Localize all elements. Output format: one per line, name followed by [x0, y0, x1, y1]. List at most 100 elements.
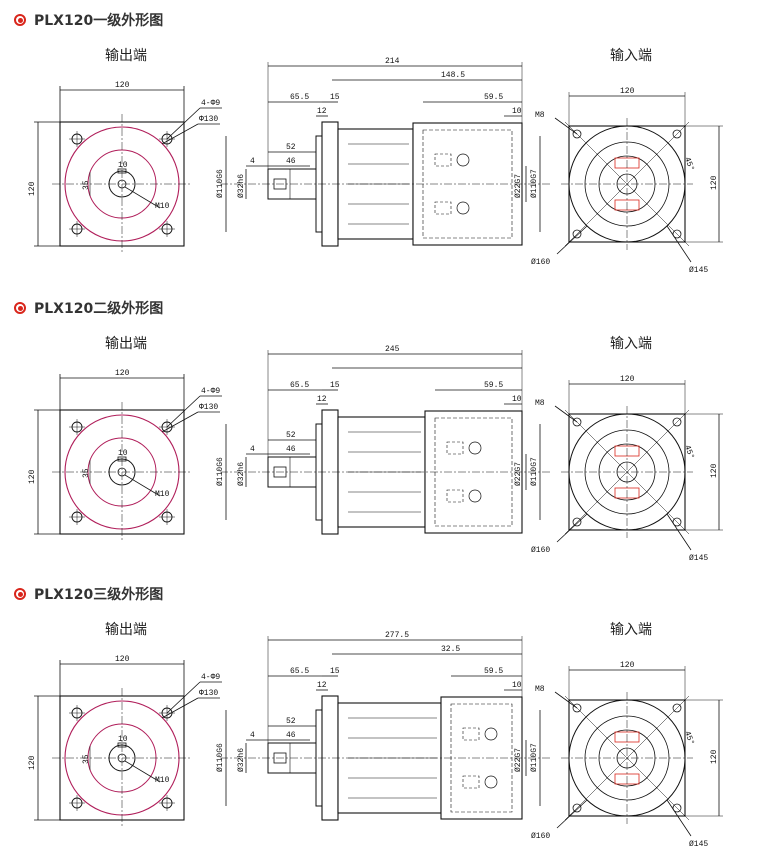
dim-in-angle: 45° — [682, 730, 695, 747]
input-mounting-hole — [672, 229, 682, 239]
leader-145 — [666, 225, 692, 263]
dim-in-bore1: Ø22G7 — [514, 748, 523, 772]
dim-in-160: Ø160 — [531, 832, 550, 841]
input-mounting-hole — [672, 417, 682, 427]
input-clamp-screw — [468, 489, 482, 503]
dim-in-m8: M8 — [535, 111, 545, 120]
output-view-label: 输出端 — [105, 48, 147, 64]
input-mounting-hole — [572, 703, 582, 713]
leader-holes — [166, 107, 201, 140]
dim-out-width: 120 — [115, 655, 130, 664]
dim-shaft-46: 46 — [286, 157, 296, 166]
output-view-label: 输出端 — [105, 336, 147, 352]
input-clamp-hidden — [446, 441, 464, 455]
dim-key: 10 — [118, 161, 128, 170]
input-clamp-screw — [468, 441, 482, 455]
dim-shaft-4: 4 — [250, 157, 255, 166]
input-clamp-screw — [484, 775, 498, 789]
section-title-stage-1: PLX120一级外形图 — [14, 10, 163, 30]
dim-in-59: 59.5 — [484, 381, 503, 390]
leader-145 — [666, 799, 692, 837]
dim-in-160: Ø160 — [531, 258, 550, 267]
bullet-icon — [14, 588, 26, 600]
input-mounting-hole — [572, 517, 582, 527]
dim-tap: M10 — [155, 776, 170, 785]
dim-out-pcd: Φ130 — [199, 689, 218, 698]
input-view-label: 输入端 — [610, 336, 652, 352]
dim-in-10: 10 — [512, 681, 522, 690]
input-housing — [440, 696, 523, 820]
input-mounting-hole — [672, 129, 682, 139]
section-title-text: PLX120三级外形图 — [34, 587, 164, 603]
leader-pcd — [161, 697, 199, 719]
input-mounting-hole — [672, 517, 682, 527]
dim-in-width: 120 — [620, 87, 635, 96]
dim-in-angle: 45° — [682, 156, 695, 173]
input-clamp-screw — [456, 201, 470, 215]
dim-body: 148.5 — [441, 71, 465, 80]
dim-out-height: 120 — [28, 755, 37, 770]
leader-holes — [166, 681, 201, 714]
input-clamp-hidden — [434, 201, 452, 215]
dim-shaft-4: 4 — [250, 731, 255, 740]
leader-160 — [556, 225, 588, 255]
dim-body: 32.5 — [441, 645, 460, 654]
dim-shaft-len: 65.5 — [290, 93, 309, 102]
dim-in-160: Ø160 — [531, 546, 550, 555]
dim-out-holes: 4-Φ9 — [201, 387, 220, 396]
dim-out-width: 120 — [115, 369, 130, 378]
input-mounting-hole — [572, 129, 582, 139]
dim-shaft-len: 65.5 — [290, 667, 309, 676]
dim-total: 277.5 — [385, 631, 409, 640]
dim-out-pcd: Φ130 — [199, 403, 218, 412]
section-title-stage-2: PLX120二级外形图 — [14, 298, 163, 318]
dim-in-145: Ø145 — [689, 554, 708, 563]
input-view-label: 输入端 — [610, 622, 652, 638]
dim-in-width: 120 — [620, 375, 635, 384]
section-title-stage-3: PLX120三级外形图 — [14, 584, 163, 604]
leader-m8 — [554, 691, 578, 709]
dim-shaft-52: 52 — [286, 143, 296, 152]
leader-holes — [166, 395, 201, 428]
dim-shaft-height: 35 — [82, 468, 91, 478]
dim-out-height: 120 — [28, 181, 37, 196]
section-title-text: PLX120一级外形图 — [34, 13, 164, 29]
dim-in-height: 120 — [710, 175, 719, 190]
dim-shaft-52: 52 — [286, 431, 296, 440]
dim-shaft-len: 65.5 — [290, 381, 309, 390]
leader-m8 — [554, 117, 578, 135]
dim-shaft-height: 35 — [82, 180, 91, 190]
dim-shaft-dia: Ø32h6 — [237, 748, 246, 772]
dim-pilot-dia: Ø110G6 — [216, 457, 225, 486]
dim-shaft-4: 4 — [250, 445, 255, 454]
bullet-icon — [14, 14, 26, 26]
dim-flange-thickness: 15 — [330, 667, 340, 676]
input-clamp-hidden — [462, 727, 480, 741]
dim-in-m8: M8 — [535, 399, 545, 408]
dim-pilot-thickness: 12 — [317, 681, 327, 690]
input-clamp-hidden — [434, 153, 452, 167]
output-view-label: 输出端 — [105, 622, 147, 638]
input-view-label: 输入端 — [610, 48, 652, 64]
dim-in-bore2: Ø110G7 — [530, 169, 539, 198]
dim-in-10: 10 — [512, 107, 522, 116]
dim-in-bore2: Ø110G7 — [530, 457, 539, 486]
dim-in-bore2: Ø110G7 — [530, 743, 539, 772]
dim-total: 245 — [385, 345, 400, 354]
dim-pilot-thickness: 12 — [317, 107, 327, 116]
dim-in-width: 120 — [620, 661, 635, 670]
dim-tap: M10 — [155, 202, 170, 211]
dim-in-height: 120 — [710, 749, 719, 764]
input-mounting-hole — [672, 803, 682, 813]
input-mounting-hole — [572, 803, 582, 813]
bullet-icon — [14, 302, 26, 314]
leader-145 — [666, 513, 692, 551]
dim-flange-thickness: 15 — [330, 93, 340, 102]
input-mounting-hole — [572, 417, 582, 427]
leader-m8 — [554, 405, 578, 423]
dim-total: 214 — [385, 57, 400, 66]
leader-tap — [124, 186, 161, 209]
dim-in-m8: M8 — [535, 685, 545, 694]
